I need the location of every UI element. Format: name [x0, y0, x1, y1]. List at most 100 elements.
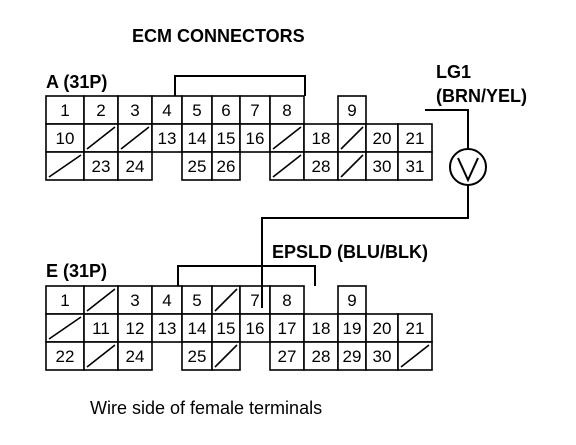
connector_e-pin-21: 21: [406, 319, 425, 338]
connector_e-cell-r2-c4: [181, 341, 213, 371]
connector_e-pin-24: 24: [126, 347, 145, 366]
connector_a-cell-r1-c8: [303, 123, 339, 153]
connector_a-cell-r0-c5: [211, 95, 241, 125]
connector_a-pin-7: 7: [250, 101, 259, 120]
connector_e-cell-r0-c7: [269, 285, 305, 315]
connector_e-pin-8: 8: [282, 291, 291, 310]
connector_e-pin-30: 30: [373, 347, 392, 366]
connector_e-pin-16: 16: [246, 319, 265, 338]
connector_a-pin-15: 15: [217, 129, 236, 148]
diagram-title: ECM CONNECTORS: [132, 26, 305, 46]
connector_a-pin-2: 2: [96, 101, 105, 120]
connector_e-pin-9: 9: [347, 291, 356, 310]
connector_a-pin-26: 26: [217, 157, 236, 176]
lg1-wire-label: LG1: [436, 62, 471, 82]
connector_e-pin-19: 19: [343, 319, 362, 338]
connector_a-cell-r2-c5: [211, 151, 241, 181]
connector_a-unused-pin-slash: [272, 154, 302, 178]
connector_a-cell-r0-c3: [151, 95, 183, 125]
connector_a-unused-pin-slash: [48, 154, 82, 178]
voltmeter-v-glyph: [457, 157, 479, 183]
connector-a-label: A (31P): [46, 72, 107, 92]
connector_a-pin-16: 16: [246, 129, 265, 148]
connector_e-pin-27: 27: [278, 347, 297, 366]
connector_a-pin-20: 20: [373, 129, 392, 148]
connector_e-pin-25: 25: [188, 347, 207, 366]
connector_e-unused-pin-slash: [48, 316, 82, 340]
connector_a-pin-3: 3: [130, 101, 139, 120]
connector_e-latch-tab: [177, 265, 316, 286]
connector_e-cell-r2-c8: [303, 341, 339, 371]
connector_e-pin-15: 15: [217, 319, 236, 338]
connector_a-pin-4: 4: [162, 101, 171, 120]
epsld-wire-label: EPSLD (BLU/BLK): [272, 242, 428, 262]
connector_a-pin-21: 21: [406, 129, 425, 148]
connector_e-unused-pin-slash: [86, 344, 116, 368]
connector_a-pin-9: 9: [347, 101, 356, 120]
connector_e-pin-28: 28: [312, 347, 331, 366]
connector_a-cell-r1-c5: [211, 123, 241, 153]
connector_a-unused-pin-slash: [120, 126, 150, 150]
connector_a-pin-24: 24: [126, 157, 145, 176]
connector_e-cell-r1-c1: [83, 313, 119, 343]
connector_e-pin-3: 3: [130, 291, 139, 310]
connector_e-unused-pin-slash: [86, 288, 116, 312]
connector_e-cell-r2-c7: [269, 341, 305, 371]
connector_a-unused-pin-slash: [272, 126, 302, 150]
connector_a-cell-r2-c10: [365, 151, 399, 181]
connector_e-pin-18: 18: [312, 319, 331, 338]
voltmeter-symbol: [449, 148, 487, 186]
connector_e-cell-r2-c0: [45, 341, 85, 371]
connector_a-unused-pin-slash: [340, 154, 364, 178]
connector_e-pin-1: 1: [60, 291, 69, 310]
connector_a-cell-r1-c6: [239, 123, 271, 153]
lg1-probe-wire: [425, 109, 469, 148]
connector_e-unused-pin-slash: [214, 344, 238, 368]
connector_e-pin-12: 12: [126, 319, 145, 338]
connector_e-pin-13: 13: [158, 319, 177, 338]
connector_e-cell-r1-c4: [181, 313, 213, 343]
connector_a-cell-r1-c0: [45, 123, 85, 153]
connector_e-cell-r1-c9: [337, 313, 367, 343]
connector_a-pin-6: 6: [221, 101, 230, 120]
connector_e-pin-14: 14: [188, 319, 207, 338]
connector_e-cell-r0-c3: [151, 285, 183, 315]
connector_e-cell-r2-c9: [337, 341, 367, 371]
connector_e-cell-r0-c4: [181, 285, 213, 315]
connector_a-pin-30: 30: [373, 157, 392, 176]
connector_a-pin-18: 18: [312, 129, 331, 148]
connector_a-unused-pin-slash: [86, 126, 116, 150]
footer-note: Wire side of female terminals: [90, 398, 322, 418]
connector_e-cell-r2-c2: [117, 341, 153, 371]
connector_a-unused-pin-slash: [340, 126, 364, 150]
connector_e-unused-pin-slash: [400, 344, 430, 368]
connector_a-pin-10: 10: [56, 129, 75, 148]
connector_e-pin-29: 29: [343, 347, 362, 366]
connector_a-latch-tab: [174, 75, 306, 96]
connector_a-cell-r2-c4: [181, 151, 213, 181]
connector_e-pin-7: 7: [250, 291, 259, 310]
connector_e-pin-17: 17: [278, 319, 297, 338]
connector_a-pin-5: 5: [192, 101, 201, 120]
connector_a-pin-1: 1: [60, 101, 69, 120]
lg1-wire-color-label: (BRN/YEL): [436, 86, 527, 106]
connector_e-cell-r1-c11: [397, 313, 433, 343]
connector_a-cell-r2-c11: [397, 151, 433, 181]
connector_a-pin-28: 28: [312, 157, 331, 176]
connector_e-unused-pin-slash: [214, 288, 238, 312]
connector_e-pin-22: 22: [56, 347, 75, 366]
connector_e-pin-5: 5: [192, 291, 201, 310]
connector_e-pin-20: 20: [373, 319, 392, 338]
epsld-probe-wire: [261, 185, 469, 308]
connector_a-pin-25: 25: [188, 157, 207, 176]
connector_e-pin-4: 4: [162, 291, 171, 310]
connector_a-cell-r0-c8: [337, 95, 367, 125]
connector_a-cell-r1-c11: [397, 123, 433, 153]
connector_e-pin-11: 11: [92, 319, 110, 338]
connector-e-label: E (31P): [46, 261, 107, 281]
connector_a-pin-31: 31: [406, 157, 425, 176]
